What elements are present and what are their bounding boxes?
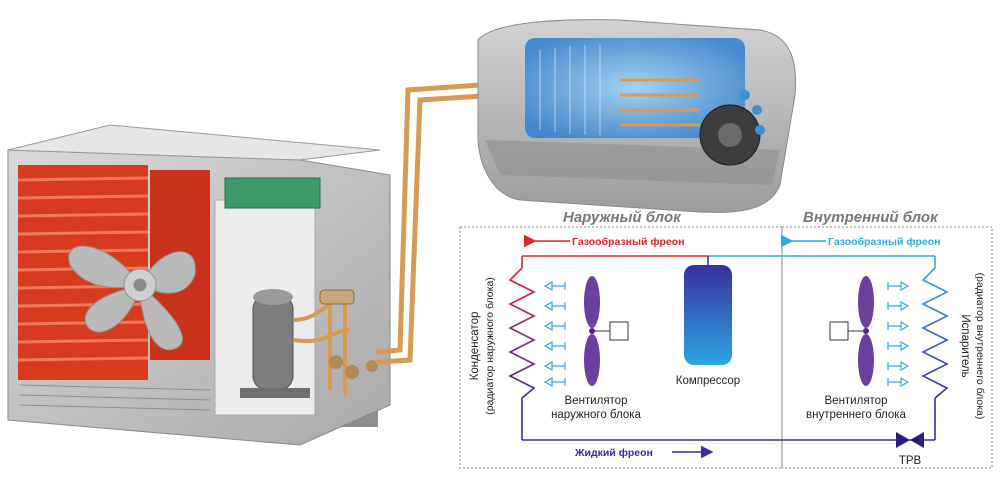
compressor-symbol	[684, 265, 732, 365]
evaporator-label: Испаритель	[959, 314, 971, 377]
condenser-label: Конденсатор	[469, 312, 481, 381]
compressor-label: Компрессор	[676, 375, 740, 387]
indoor-section-box	[781, 226, 993, 469]
outdoor-section-box	[459, 226, 783, 469]
refrigeration-schematic: Наружный блок Внутренний блок Газообразн…	[459, 209, 993, 469]
gas-label-outdoor: Газообразный фреон	[572, 236, 685, 248]
outdoor-fan-label-2: наружного блока	[551, 409, 641, 421]
outdoor-fan-blades	[68, 245, 196, 351]
outdoor-section-title: Наружный блок	[563, 209, 682, 226]
indoor-unit-illustration	[477, 19, 797, 213]
condenser-coil	[508, 267, 536, 399]
liquid-label: Жидкий фреон	[574, 447, 653, 459]
indoor-fan-label-2: внутреннего блока	[806, 409, 906, 421]
outdoor-unit-illustration	[7, 124, 391, 446]
indoor-fan-label-1: Вентилятор	[825, 395, 888, 407]
outdoor-air-arrows	[543, 280, 566, 388]
gas-label-indoor: Газообразный фреон	[828, 236, 941, 248]
outdoor-compressor-illustration	[240, 289, 310, 398]
expansion-valve-symbol	[896, 432, 924, 448]
evaporator-sublabel: (радиатор внутреннего блока)	[974, 273, 986, 420]
indoor-fan-symbol	[829, 276, 874, 386]
condenser-sublabel: (радиатор наружного блока)	[484, 277, 496, 415]
outdoor-fan-label-1: Вентилятор	[565, 395, 628, 407]
outdoor-fan-symbol	[584, 276, 629, 386]
indoor-section-title: Внутренний блок	[803, 209, 939, 226]
connecting-copper-tubes	[375, 82, 485, 365]
evaporator-coil	[921, 267, 949, 399]
indoor-air-arrows	[887, 280, 910, 388]
valve-label: ТРВ	[899, 455, 922, 467]
